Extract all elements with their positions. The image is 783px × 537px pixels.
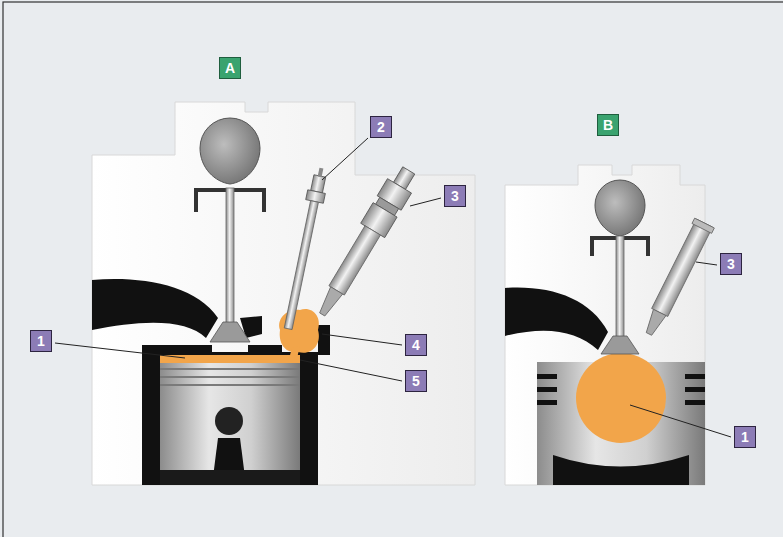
label-text: 1 <box>741 430 749 444</box>
engine-a <box>92 102 475 485</box>
frame <box>3 2 783 537</box>
callout-number: 1 <box>734 426 756 448</box>
callout-number: 4 <box>405 334 427 356</box>
label-text: B <box>603 118 613 132</box>
label-text: 5 <box>412 374 420 388</box>
label-text: A <box>225 61 235 75</box>
engine-b <box>505 165 714 485</box>
callout-number: 5 <box>405 370 427 392</box>
label-text: 3 <box>451 189 459 203</box>
label-text: 4 <box>412 338 420 352</box>
callout-number: 1 <box>30 330 52 352</box>
leader-lines <box>55 138 731 437</box>
callout-number: 3 <box>720 253 742 275</box>
label-text: 3 <box>727 257 735 271</box>
label-text: 1 <box>37 334 45 348</box>
callout-number: 2 <box>370 116 392 138</box>
view-label: B <box>597 114 619 136</box>
label-text: 2 <box>377 120 385 134</box>
view-label: A <box>219 57 241 79</box>
callout-number: 3 <box>444 185 466 207</box>
